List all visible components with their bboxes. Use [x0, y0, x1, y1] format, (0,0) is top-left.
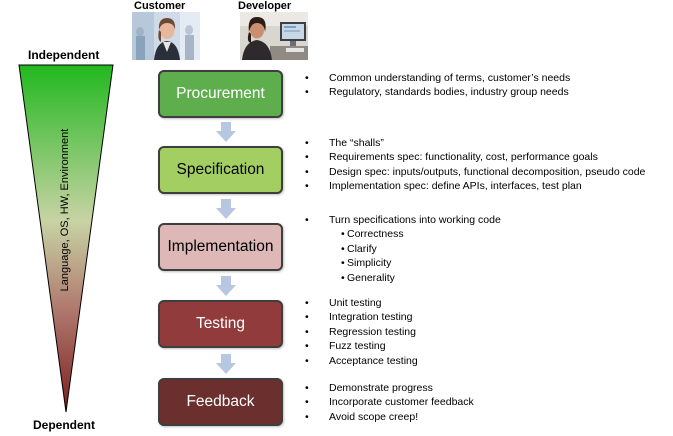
list-item: •Regression testing — [305, 325, 416, 338]
stage-label: Implementation — [167, 238, 274, 255]
specification-bullets: •The “shalls” •Requirements spec: functi… — [305, 136, 645, 194]
list-item: •Implementation spec: define APIs, inter… — [305, 180, 582, 193]
list-item: •Unit testing — [305, 297, 382, 309]
procurement-bullets: •Common understanding of terms, customer… — [305, 71, 570, 100]
list-item: •Generality — [341, 271, 395, 284]
dependent-label: Dependent — [33, 418, 96, 432]
down-arrow-icon — [216, 354, 236, 374]
list-item: •Clarify — [341, 242, 377, 255]
testing-bullets: •Unit testing •Integration testing •Regr… — [305, 296, 418, 368]
down-arrow-icon — [216, 199, 236, 219]
stage-testing: Testing — [158, 300, 283, 348]
list-item: •Regulatory, standards bodies, industry … — [305, 86, 569, 99]
list-item: •Demonstrate progress — [305, 382, 433, 394]
list-item: •Incorporate customer feedback — [305, 396, 474, 409]
down-arrow-icon — [216, 122, 236, 142]
list-item: •Design spec: inputs/outputs, functional… — [305, 165, 646, 178]
independent-label: Independent — [28, 48, 100, 62]
dependency-triangle — [18, 64, 114, 413]
developer-label: Developer — [238, 0, 292, 12]
list-item: •The “shalls” — [305, 137, 384, 149]
list-item: •Simplicity — [341, 257, 392, 270]
developer-photo — [240, 12, 308, 60]
list-item: •Fuzz testing — [305, 340, 386, 353]
list-item: •Requirements spec: functionality, cost,… — [305, 151, 598, 164]
feedback-bullets: •Demonstrate progress •Incorporate custo… — [305, 381, 474, 424]
list-item: •Common understanding of terms, customer… — [305, 72, 571, 84]
down-arrow-icon — [216, 276, 236, 296]
implementation-bullets: •Turn specifications into working code •… — [305, 213, 501, 285]
list-item: •Correctness — [341, 228, 404, 241]
stage-label: Feedback — [186, 393, 255, 410]
list-item: •Turn specifications into working code — [305, 214, 501, 226]
stage-specification: Specification — [158, 146, 283, 194]
customer-photo — [132, 12, 200, 60]
stage-label: Testing — [195, 315, 246, 332]
dependency-axis-label: Language, OS, HW, Environment — [59, 128, 71, 292]
stage-procurement: Procurement — [158, 70, 283, 118]
list-item: •Integration testing — [305, 311, 413, 324]
stage-label: Procurement — [176, 85, 265, 102]
stage-implementation: Implementation — [158, 223, 283, 271]
stage-label: Specification — [176, 161, 265, 178]
stage-feedback: Feedback — [158, 378, 283, 426]
list-item: •Acceptance testing — [305, 354, 418, 367]
list-item: •Avoid scope creep! — [305, 410, 419, 423]
customer-label: Customer — [134, 0, 186, 12]
